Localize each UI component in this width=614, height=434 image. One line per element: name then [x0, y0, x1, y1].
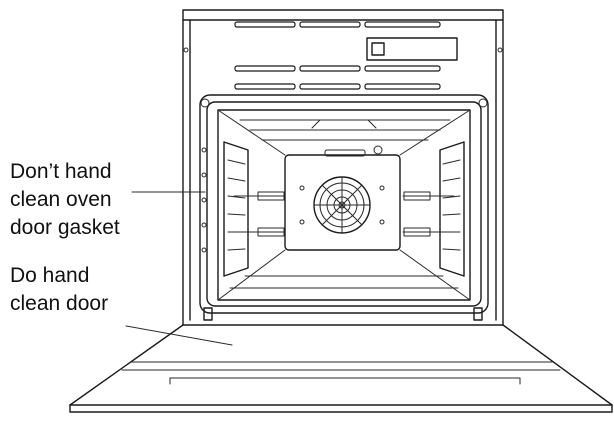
- door-callout-line-1: Do hand: [10, 264, 90, 287]
- leader-lines: [125, 191, 233, 346]
- right-shelf-rack: [402, 141, 465, 277]
- door-callout: Do hand clean door: [10, 262, 108, 318]
- gasket-callout: Don’t hand clean oven door gasket: [10, 158, 120, 242]
- gasket-callout-line-2: clean oven: [10, 188, 112, 211]
- door-hinges: [203, 307, 483, 321]
- oven-cavity: [217, 109, 471, 301]
- left-shelf-rack: [223, 141, 286, 277]
- oven-fan-icon: [299, 176, 385, 234]
- gasket-callout-line-3: door gasket: [10, 216, 120, 239]
- door-callout-line-2: clean door: [10, 292, 109, 315]
- door-gasket: [199, 94, 489, 314]
- oven-housing: [182, 9, 504, 326]
- control-panel: [234, 21, 458, 90]
- oven-light-icon: [373, 145, 383, 155]
- gasket-callout-line-1: Don’t hand: [10, 160, 112, 183]
- door-leader-line: [125, 325, 233, 346]
- oven-door: [69, 324, 613, 413]
